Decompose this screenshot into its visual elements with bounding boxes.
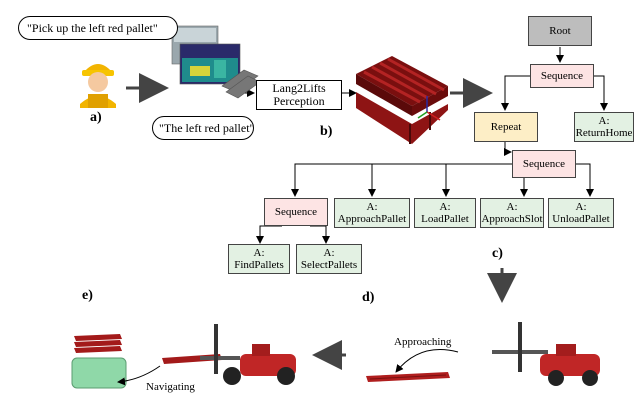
sensor-image-stack	[171, 25, 261, 99]
tree-action-approach-pallet: A: ApproachPallet	[334, 198, 410, 228]
perception-line2: Perception	[273, 94, 325, 108]
perception-module: Lang2Lifts Perception	[256, 80, 342, 110]
command-speech-bubble: "Pick up the left red pallet"	[18, 16, 178, 40]
action-name: ApproachSlot	[481, 213, 543, 225]
tree-edges	[256, 47, 608, 244]
scene-e-drawing	[71, 324, 296, 389]
label-c: c)	[492, 246, 503, 261]
tree-sequence-top-label: Sequence	[540, 70, 584, 82]
action-prefix: A:	[366, 201, 378, 213]
tree-action-select-pallets: A: SelectPallets	[296, 244, 362, 274]
parsed-target-bubble: "The left red pallet"	[152, 116, 254, 140]
tree-sequence-top: Sequence	[530, 64, 594, 88]
action-prefix: A:	[253, 247, 265, 259]
action-prefix: A:	[439, 201, 451, 213]
label-a: a)	[90, 110, 102, 125]
tree-action-return-home: A: ReturnHome	[574, 112, 634, 142]
tree-action-approach-slot: A: ApproachSlot	[480, 198, 544, 228]
approaching-caption: Approaching	[394, 336, 452, 348]
pallet-3d-model	[356, 56, 448, 144]
worker-figure	[80, 64, 116, 108]
tree-sequence-mid-label: Sequence	[522, 158, 566, 170]
action-prefix: A:	[575, 201, 587, 213]
command-text: "Pick up the left red pallet"	[27, 21, 158, 35]
tree-sequence-low: Sequence	[264, 198, 328, 226]
label-b: b)	[320, 124, 333, 139]
action-prefix: A:	[323, 247, 335, 259]
tree-action-load-pallet: A: LoadPallet	[414, 198, 476, 228]
action-name: ReturnHome	[575, 127, 633, 139]
action-name: UnloadPallet	[552, 213, 610, 225]
parsed-target-text: "The left red pallet"	[159, 121, 255, 135]
tree-sequence-mid: Sequence	[512, 150, 576, 178]
tree-root-label: Root	[549, 25, 571, 37]
action-prefix: A:	[598, 115, 610, 127]
action-name: LoadPallet	[421, 213, 469, 225]
action-name: ApproachPallet	[337, 213, 407, 225]
perception-line1: Lang2Lifts	[272, 81, 326, 95]
label-e: e)	[82, 288, 93, 303]
tree-action-unload-pallet: A: UnloadPallet	[548, 198, 614, 228]
action-prefix: A:	[506, 201, 518, 213]
action-name: SelectPallets	[300, 259, 358, 271]
tree-action-find-pallets: A: FindPallets	[228, 244, 290, 274]
tree-sequence-low-label: Sequence	[274, 206, 318, 218]
navigating-caption: Navigating	[146, 381, 195, 393]
tree-root: Root	[528, 16, 592, 46]
action-name: FindPallets	[234, 259, 284, 271]
tree-repeat-label: Repeat	[490, 121, 522, 133]
scene-d-drawing	[366, 322, 600, 386]
label-d: d)	[362, 290, 375, 305]
tree-repeat: Repeat	[474, 112, 538, 142]
